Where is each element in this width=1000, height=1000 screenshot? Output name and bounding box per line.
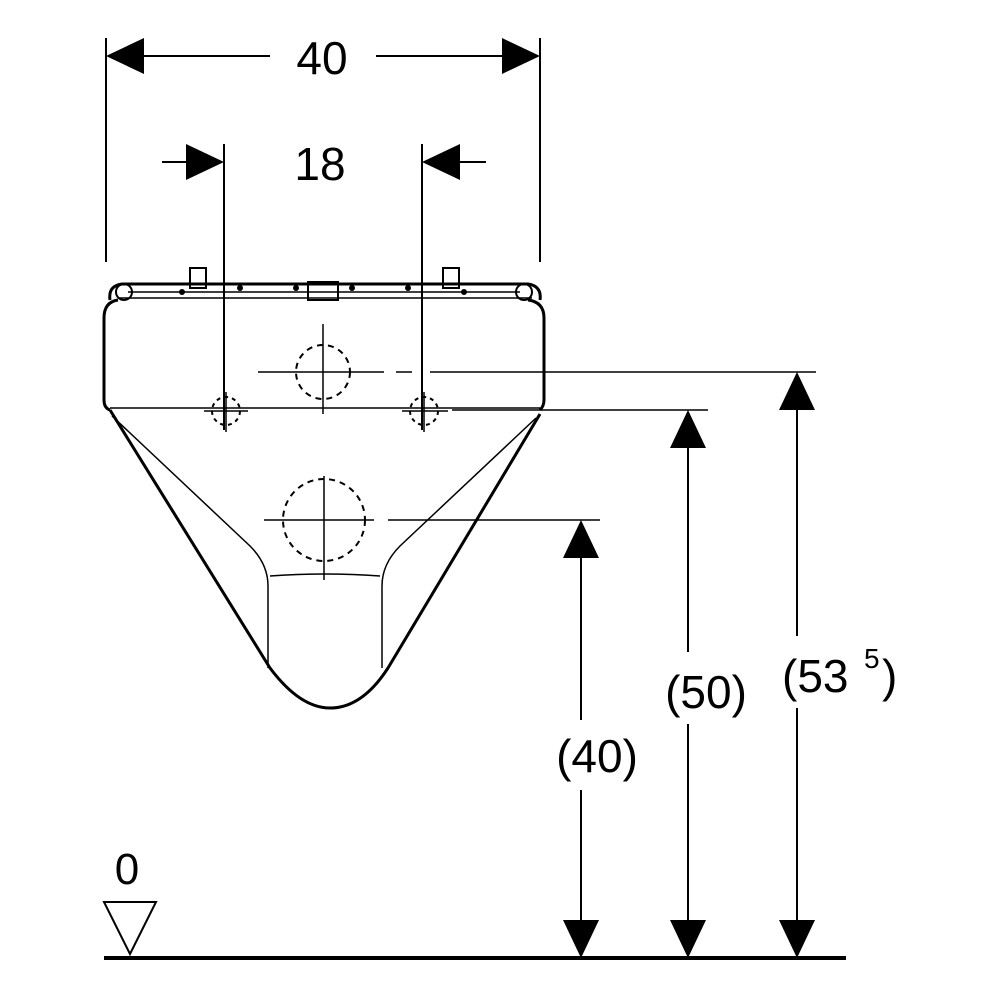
arrow-down-icon	[670, 920, 706, 958]
fixing-height-label: (50)	[665, 666, 747, 718]
total-height-dimension: (53 5 )	[779, 372, 897, 958]
arrow-down-icon	[563, 920, 599, 958]
arrow-down-icon	[779, 920, 815, 958]
total-height-superscript: 5	[864, 643, 880, 674]
arrow-right-icon	[502, 38, 540, 74]
fixing-point-left	[204, 392, 248, 432]
arrow-up-icon	[779, 372, 815, 410]
fixing-spacing-label: 18	[294, 138, 345, 190]
upper-connection	[258, 324, 384, 414]
fixing-spacing-dimension: 18	[162, 138, 486, 430]
overall-width-dimension: 40	[105, 32, 541, 262]
arrow-up-icon	[670, 410, 706, 448]
arrow-right-icon	[186, 144, 224, 180]
waste-connection	[264, 476, 374, 580]
arrow-up-icon	[563, 520, 599, 558]
overall-width-label: 40	[296, 32, 347, 84]
total-height-close-paren: )	[882, 650, 897, 702]
floor-level-label: 0	[115, 845, 139, 894]
fixing-height-dimension: (50)	[665, 410, 747, 958]
floor-level-marker: 0	[102, 845, 158, 957]
wc-bowl	[102, 267, 546, 710]
total-height-label: (53	[782, 650, 848, 702]
waste-height-label: (40)	[556, 730, 638, 782]
arrow-left-icon	[422, 144, 460, 180]
arrow-left-icon	[106, 38, 144, 74]
waste-height-dimension: (40)	[556, 520, 638, 958]
level-triangle-icon	[102, 901, 158, 957]
fixing-point-right	[402, 392, 448, 432]
